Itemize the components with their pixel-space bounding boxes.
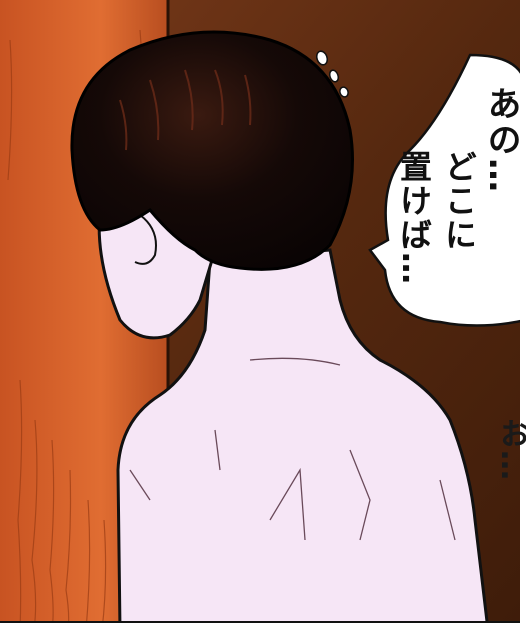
bob-hair — [70, 30, 354, 271]
right-panel-edge — [520, 0, 526, 630]
speech-text-line-2: どこに — [440, 150, 478, 252]
sweat-drop-marks — [315, 50, 349, 98]
ear — [134, 214, 157, 265]
back-shading-strokes — [129, 357, 456, 541]
panel-border-bottom — [0, 622, 526, 630]
speech-text-line-1: あの… — [481, 86, 521, 194]
speech-text-line-3: 置けば… — [395, 150, 433, 286]
edge-cut-text: お… — [494, 418, 526, 482]
hair-highlights — [119, 69, 252, 151]
back-torso — [116, 248, 490, 630]
